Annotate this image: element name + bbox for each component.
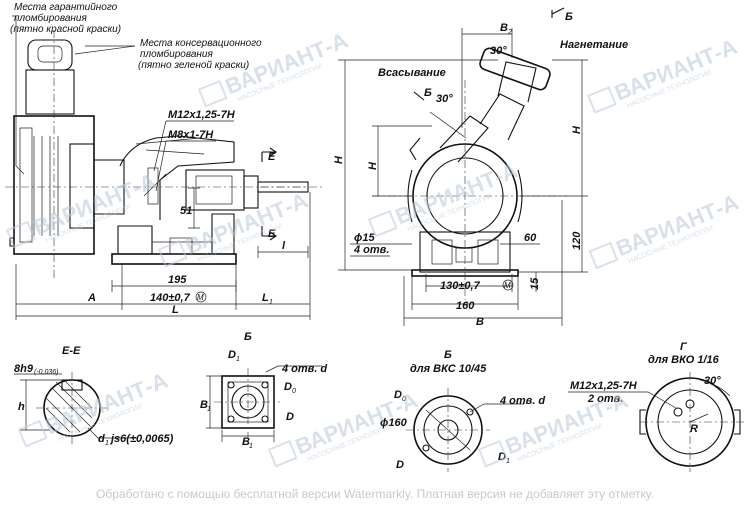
holes-4: 4 отв. xyxy=(353,244,389,256)
svg-text:0: 0 xyxy=(292,388,296,395)
thread-m8-label: M8x1-7H xyxy=(168,129,214,141)
dim-b2: B xyxy=(500,22,508,34)
dim-130: 130±0,7 xyxy=(440,280,481,292)
view-g-thread: M12x1,25-7H xyxy=(570,380,638,392)
watermark-6: ВАРИАНТ-А НАСОСНЫЕ ТЕХНОЛОГИИ xyxy=(588,189,742,270)
suction-branch xyxy=(439,115,489,163)
view-b-round xyxy=(406,388,490,472)
svg-text:1: 1 xyxy=(236,356,240,363)
section-e-bottom: E xyxy=(268,228,276,240)
warranty-seal-box xyxy=(27,39,73,71)
svg-text:2: 2 xyxy=(507,29,512,36)
svg-text:0: 0 xyxy=(402,396,406,403)
dim-140-circle-m xyxy=(195,291,207,303)
view-b-arrow-top: Б xyxy=(565,11,573,23)
view-b-arrow-mid: Б xyxy=(424,87,432,99)
angle-30-top: 30° xyxy=(490,45,507,57)
warranty-seal-note-1: Места гарантийного xyxy=(14,2,118,13)
view-b2-d: D xyxy=(396,459,404,471)
view-b2-phi160: ϕ160 xyxy=(380,417,408,429)
coupling-housing xyxy=(119,135,235,220)
section-e-top: E xyxy=(268,151,276,163)
svg-text:ВАРИАНТ-А: ВАРИАНТ-А xyxy=(392,157,522,229)
svg-text:M: M xyxy=(504,281,511,290)
dim-160: 160 xyxy=(456,300,475,312)
preserve-seal-note-1: Места консервационного xyxy=(140,38,262,49)
section-ee xyxy=(36,372,108,444)
view-g-r: R xyxy=(690,423,698,435)
view-b-title: Б xyxy=(244,331,252,343)
section-ee-title: E-E xyxy=(62,345,81,357)
view-b2-subtitle: для ВКС 10/45 xyxy=(410,363,487,375)
svg-text:ВАРИАНТ-А: ВАРИАНТ-А xyxy=(182,187,312,259)
dim-L: L xyxy=(172,304,179,316)
svg-text:1: 1 xyxy=(269,299,273,306)
view-b-d: D xyxy=(286,411,294,423)
view-g-holes: 2 отв. xyxy=(587,393,623,405)
view-b2-holes: 4 отв. d xyxy=(499,395,545,407)
view-g-subtitle: для ВКО 1/16 xyxy=(648,354,720,366)
view-b-b1-horizontal: B xyxy=(242,436,250,448)
warranty-seal-note-2: пломбирования xyxy=(14,12,87,24)
view-b-b1-vertical: B xyxy=(200,399,208,411)
view-b-d1: D xyxy=(228,349,236,361)
view-b-holes: 4 отв. d xyxy=(281,363,327,375)
view-b-d0: D xyxy=(284,381,292,393)
view-b2-d0: D xyxy=(394,389,402,401)
dim-120: 120 xyxy=(571,231,583,250)
svg-text:M: M xyxy=(197,293,204,302)
dim-l1: L xyxy=(262,292,269,304)
dim-8h9: 8h9 xyxy=(14,363,34,375)
discharge-branch xyxy=(479,93,525,141)
discharge-flange xyxy=(479,47,551,91)
dim-51: 51 xyxy=(180,205,192,217)
view-b2-title: Б xyxy=(444,349,452,361)
watermark-1: ВАРИАНТ-А НАСОСНЫЕ ТЕХНОЛОГИИ xyxy=(5,168,160,249)
dim-a: A xyxy=(87,292,96,304)
dim-h-small: h xyxy=(18,401,25,413)
view-g xyxy=(639,372,744,472)
suction-label: Всасывание xyxy=(378,67,446,79)
dim-60: 60 xyxy=(524,232,537,244)
dim-d1: d xyxy=(98,433,105,445)
front-view xyxy=(372,47,568,300)
view-g-title: Г xyxy=(680,341,688,353)
side-view xyxy=(5,30,325,280)
angle-30-mid: 30° xyxy=(436,93,453,105)
dim-h2: H xyxy=(571,125,583,134)
watermarkly-footer: Обработано с помощью бесплатной версии W… xyxy=(96,487,654,501)
svg-text:1: 1 xyxy=(207,406,211,413)
dim-140: 140±0,7 xyxy=(150,292,191,304)
dim-h1: H xyxy=(367,161,379,170)
svg-text:1: 1 xyxy=(506,458,510,465)
dim-195: 195 xyxy=(168,274,187,286)
view-b-square xyxy=(214,368,280,438)
svg-text:(-0,036): (-0,036) xyxy=(34,369,59,376)
preserve-seal-note-2: пломбирования xyxy=(140,48,213,60)
warranty-seal-note-3: (пятно красной краски) xyxy=(10,24,121,35)
dim-15: 15 xyxy=(529,277,541,290)
view-b2-d1: D xyxy=(498,451,506,463)
dim-B: B xyxy=(476,316,484,328)
thread-m12-label: M12x1,25-7H xyxy=(168,109,236,121)
dim-l-small: l xyxy=(282,240,286,252)
svg-text:ВАРИАНТ-А: ВАРИАНТ-А xyxy=(42,367,172,439)
svg-text:ВАРИАНТ-А: ВАРИАНТ-А xyxy=(612,189,742,261)
seal-housing xyxy=(25,69,75,115)
svg-text:1: 1 xyxy=(249,443,253,450)
svg-text:1: 1 xyxy=(105,440,109,447)
svg-text:ВАРИАНТ-А: ВАРИАНТ-А xyxy=(611,34,741,106)
dim-phi15: ϕ15 xyxy=(354,232,375,244)
preserve-seal-note-3: (пятно зеленой краски) xyxy=(138,60,249,71)
view-g-angle: 30° xyxy=(704,375,721,387)
discharge-label: Нагнетание xyxy=(560,39,628,51)
dim-h: H xyxy=(333,155,345,164)
dim-d1-tol: js6(±0,0065) xyxy=(109,433,174,445)
